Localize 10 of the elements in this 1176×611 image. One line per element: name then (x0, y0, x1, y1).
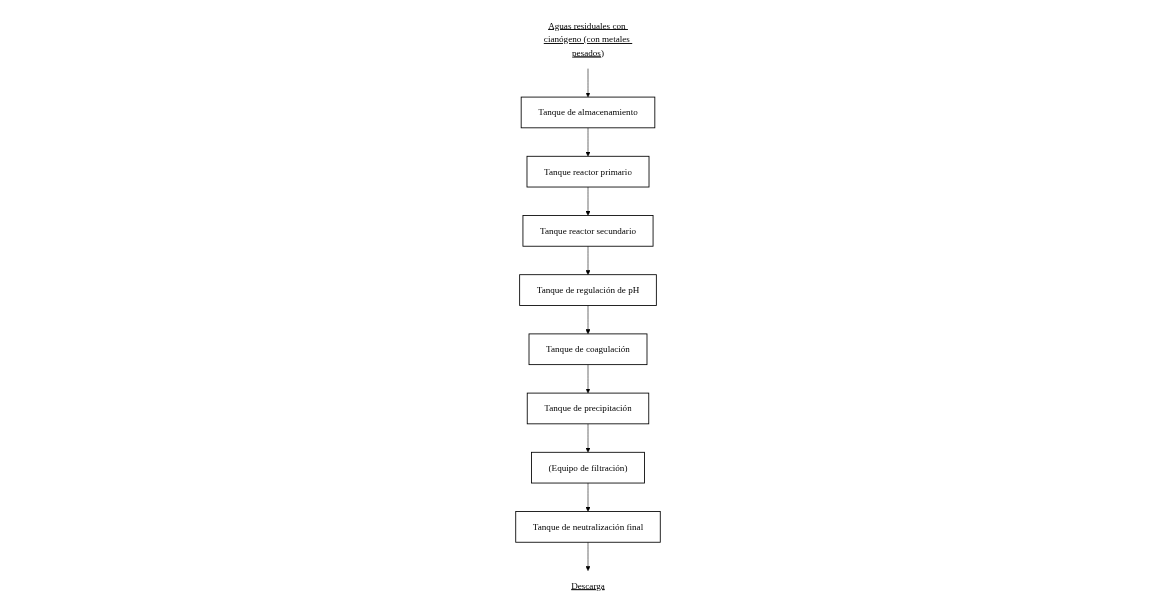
node-text: Aguas residuales con cianógeno (con metales pesados) (543, 20, 630, 58)
node-box: Tanque de precipitación (526, 392, 650, 424)
node-box: Tanque reactor secundario (522, 214, 654, 247)
node-box: Tanque de coagulación (528, 332, 648, 365)
node-text: Descarga (571, 580, 605, 591)
node-box: (Equipo de filtración) (531, 451, 645, 483)
node-box: Tanque de neutralización final (515, 510, 661, 543)
node-box: Tanque de regulación de pH (519, 273, 657, 306)
node-box: Tanque de almacenamiento (520, 96, 656, 128)
node-box: Tanque reactor primario (526, 155, 650, 187)
